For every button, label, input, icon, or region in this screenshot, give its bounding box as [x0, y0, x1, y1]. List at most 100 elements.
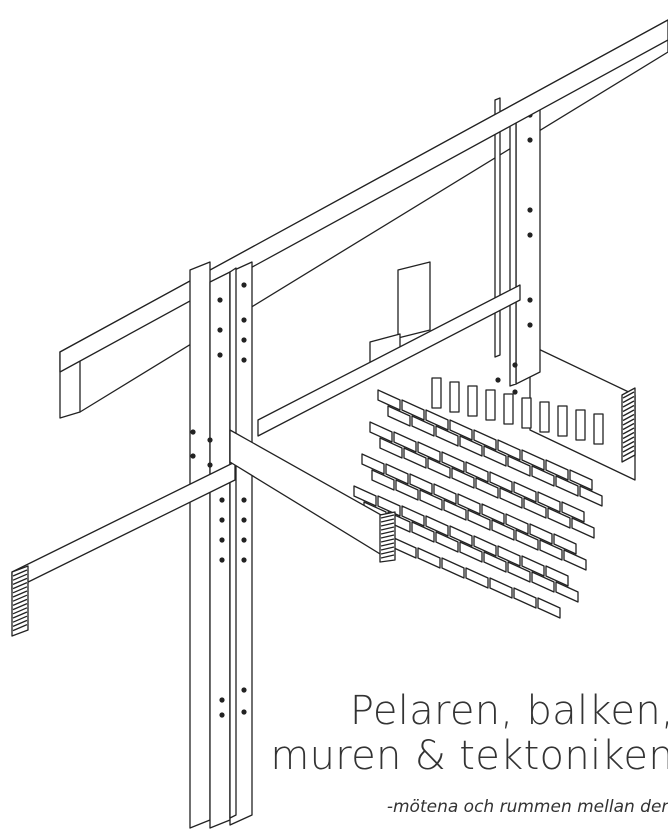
- hatch-line: [380, 538, 395, 543]
- brick: [403, 447, 427, 469]
- brick: [537, 597, 561, 619]
- hatch-line: [380, 550, 395, 555]
- header-brick: [431, 377, 442, 409]
- brick: [411, 415, 435, 437]
- left-column-bolts: [190, 282, 247, 718]
- bolt: [207, 437, 213, 443]
- brick: [393, 431, 417, 453]
- front-beam: [59, 19, 668, 373]
- brick: [475, 477, 499, 499]
- brick: [411, 521, 435, 543]
- brick: [379, 437, 403, 459]
- brick: [507, 455, 531, 477]
- brick: [459, 541, 483, 563]
- brick: [505, 513, 529, 535]
- hatch-line: [12, 619, 28, 627]
- brick: [427, 457, 451, 479]
- subtitle: -mötena och rummen mellan dem: [386, 797, 668, 817]
- hatch-line: [380, 526, 395, 531]
- header-brick: [467, 385, 478, 417]
- bolt: [527, 137, 533, 143]
- header-brick: [521, 397, 532, 429]
- hatch-line: [622, 409, 635, 417]
- brick: [417, 441, 441, 463]
- bolt: [241, 282, 247, 288]
- bolt: [219, 497, 225, 503]
- bolt: [219, 557, 225, 563]
- header-brick: [557, 405, 568, 437]
- brick: [491, 519, 515, 541]
- brick: [371, 469, 395, 491]
- brick: [441, 557, 465, 579]
- bolt: [527, 322, 533, 328]
- brick: [433, 483, 457, 505]
- hatch-line: [12, 573, 28, 581]
- brick: [481, 503, 505, 525]
- brick: [547, 507, 571, 529]
- bolt: [219, 697, 225, 703]
- brick: [387, 405, 411, 427]
- brick: [555, 581, 579, 603]
- bolt: [241, 357, 247, 363]
- brick: [497, 545, 521, 567]
- header-brick: [593, 413, 604, 445]
- brick: [569, 469, 593, 491]
- header-brick: [539, 401, 550, 433]
- brick: [401, 399, 425, 421]
- brick: [523, 497, 547, 519]
- brick: [425, 515, 449, 537]
- brick: [513, 587, 537, 609]
- bolt: [219, 517, 225, 523]
- bolt: [241, 557, 247, 563]
- brick: [473, 535, 497, 557]
- brick: [377, 495, 401, 517]
- bolt: [512, 362, 518, 368]
- brick: [417, 547, 441, 569]
- brick: [361, 453, 385, 475]
- hatch-line: [380, 554, 395, 559]
- right-column-bolts: [495, 112, 533, 395]
- brick: [521, 449, 545, 471]
- brick: [465, 461, 489, 483]
- end-grain-hatching: [12, 391, 635, 632]
- bolt: [512, 389, 518, 395]
- brick: [459, 435, 483, 457]
- hatch-line: [622, 418, 635, 426]
- brick: [489, 577, 513, 599]
- hatch-line: [380, 518, 395, 523]
- bolt: [190, 429, 196, 435]
- hatch-line: [622, 413, 635, 422]
- hatch-line: [380, 522, 395, 527]
- hatch-line: [622, 440, 635, 449]
- hatch-line: [12, 603, 28, 611]
- hatch-line: [12, 594, 28, 602]
- brick: [539, 539, 563, 561]
- hatch-line: [380, 530, 395, 535]
- brick-courses: [345, 377, 604, 619]
- brick: [499, 487, 523, 509]
- brick: [483, 445, 507, 467]
- middle-beam: [257, 284, 521, 437]
- brick: [563, 549, 587, 571]
- hatch-line: [12, 582, 28, 590]
- bolt: [527, 297, 533, 303]
- bolt: [241, 317, 247, 323]
- hatch-line: [622, 449, 635, 458]
- brick: [419, 489, 443, 511]
- bolt: [527, 207, 533, 213]
- brick: [529, 523, 553, 545]
- bolt: [241, 537, 247, 543]
- brick: [369, 421, 393, 443]
- hatch-line: [622, 445, 635, 453]
- title-line-1: Pelaren, balken,: [349, 688, 668, 734]
- brick: [497, 439, 521, 461]
- brick: [435, 425, 459, 447]
- brick: [465, 567, 489, 589]
- bolt: [217, 327, 223, 333]
- brick: [353, 485, 377, 507]
- hatch-line: [622, 427, 635, 435]
- brick: [377, 389, 401, 411]
- brick: [435, 531, 459, 553]
- hatch-line: [12, 577, 28, 585]
